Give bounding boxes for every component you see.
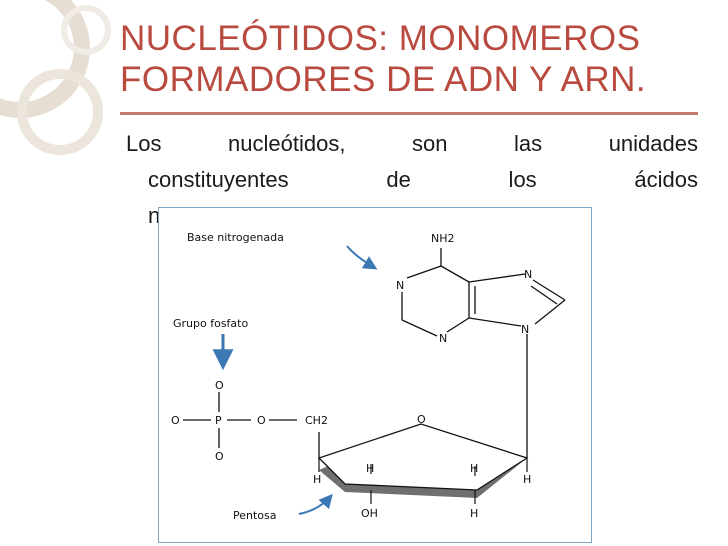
adenine-base: [401, 248, 566, 458]
slide-title: NUCLEÓTIDOS: MONOMEROS FORMADORES DE ADN…: [120, 18, 710, 100]
nucleotide-diagram: Base nitrogenada Grupo fosfato Pentosa N…: [158, 207, 592, 543]
ring-oxygen: O: [417, 413, 426, 426]
nucleotide-structure: Base nitrogenada Grupo fosfato Pentosa N…: [171, 231, 566, 522]
hydroxyl-c3: OH: [361, 507, 378, 520]
phosphate-oxygen-top: O: [215, 379, 224, 392]
sugar-substituents: [318, 458, 528, 504]
body-line-1: Los nucleótidos, son las unidades: [126, 131, 698, 156]
base-arrow: [346, 245, 378, 270]
phosphorus-atom: P: [215, 414, 222, 427]
nitrogen-n7: N: [524, 268, 532, 281]
hydrogen-c2-bottom: H: [470, 507, 478, 520]
decorative-circles: [0, 0, 111, 155]
title-line-1: NUCLEÓTIDOS: MONOMEROS: [120, 19, 641, 58]
title-line-2: FORMADORES DE ADN Y ARN.: [120, 60, 647, 99]
phosphate-oxygen-bottom: O: [215, 450, 224, 463]
hydrogen-c4: H: [313, 473, 321, 486]
nitrogen-n9: N: [521, 323, 529, 336]
sugar-arrow: [298, 493, 333, 515]
hydrogen-c3-top: H: [366, 462, 374, 475]
phosphate-label: Grupo fosfato: [173, 317, 248, 330]
phosphate-group: [183, 392, 297, 448]
phosphate-oxygen-left: O: [171, 414, 180, 427]
sugar-label: Pentosa: [233, 509, 277, 522]
nitrogen-n3: N: [439, 332, 447, 345]
hydrogen-c2-top: H: [470, 462, 478, 475]
amino-group: NH2: [431, 232, 455, 245]
base-label: Base nitrogenada: [187, 231, 284, 244]
phosphate-oxygen-ester: O: [257, 414, 266, 427]
nitrogen-n1: N: [396, 279, 404, 292]
hydrogen-c1: H: [523, 473, 531, 486]
body-line-2: constituyentes de los ácidos: [148, 167, 698, 192]
title-underline: [120, 112, 698, 115]
ch2-group: CH2: [305, 414, 328, 427]
